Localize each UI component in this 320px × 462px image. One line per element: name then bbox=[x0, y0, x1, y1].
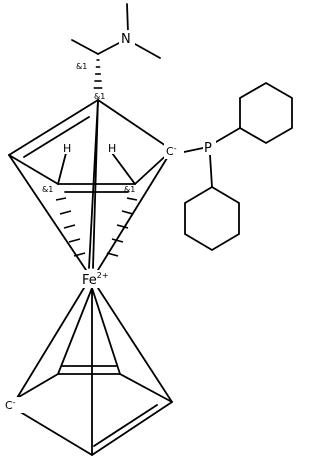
phosphorus-atom-label: P bbox=[204, 141, 212, 156]
stereo-label-ring-top: &1 bbox=[94, 92, 105, 101]
hydrogen-right-label: H bbox=[108, 142, 116, 155]
ring-fe-bond bbox=[97, 287, 173, 403]
nitrogen-atom-label: N bbox=[121, 32, 131, 47]
stereo-labels: &1 &1 &1 &1 bbox=[42, 62, 135, 194]
c-n-bond bbox=[97, 42, 120, 55]
hydrogen-left-label: H bbox=[63, 142, 71, 155]
ring-bond bbox=[91, 401, 173, 456]
carbanion-top-label: C- bbox=[166, 144, 177, 158]
ring-bond bbox=[8, 99, 99, 156]
lower-cp-ring bbox=[16, 287, 173, 456]
hashed-wedge-bond bbox=[93, 59, 103, 89]
ring-fe-bond bbox=[88, 99, 99, 269]
ring-fe-bond bbox=[8, 154, 87, 271]
stereo-label-ring-right: &1 bbox=[124, 185, 135, 194]
upper-cp-ring bbox=[8, 99, 173, 271]
ring-bond bbox=[119, 373, 173, 403]
stereo-label-ring-left: &1 bbox=[42, 185, 53, 194]
c-h-bond bbox=[111, 152, 136, 185]
n-methyl-bond-up bbox=[126, 3, 129, 33]
cyclohexyl-ring-lower bbox=[184, 185, 240, 252]
ring-double-bond bbox=[93, 404, 158, 447]
dimethylaminoethyl-group bbox=[71, 3, 161, 89]
ring-fe-bond bbox=[91, 287, 121, 375]
ring-bond bbox=[8, 154, 59, 185]
hashed-bond-right bbox=[106, 197, 138, 257]
iron-atom-label: Fe2+ bbox=[82, 271, 109, 288]
dicyclohexylphosphino-group bbox=[183, 81, 293, 252]
c-p-bond bbox=[183, 147, 204, 153]
p-cyclohexyl-bond bbox=[209, 154, 213, 188]
ring-fe-bond bbox=[57, 287, 93, 375]
ring-fe-bond bbox=[16, 287, 85, 399]
stereo-label-chiral-carbon: &1 bbox=[76, 62, 87, 71]
methyl-bond bbox=[71, 39, 99, 55]
ring-fe-bond bbox=[97, 149, 173, 271]
p-cyclohexyl-bond bbox=[215, 127, 241, 143]
c-h-bond bbox=[57, 152, 67, 185]
carbanion-bottom-label: C- bbox=[5, 398, 16, 412]
ring-bond bbox=[97, 99, 173, 151]
atom-labels: N P C- H H Fe2+ C- bbox=[4, 30, 216, 413]
ring-bond bbox=[16, 409, 93, 456]
hashed-bond-left bbox=[55, 197, 86, 257]
ring-double-bond bbox=[23, 116, 90, 158]
ring-bond bbox=[16, 373, 59, 399]
n-methyl-bond-right bbox=[134, 43, 161, 59]
cyclohexyl-ring-upper bbox=[239, 81, 293, 145]
